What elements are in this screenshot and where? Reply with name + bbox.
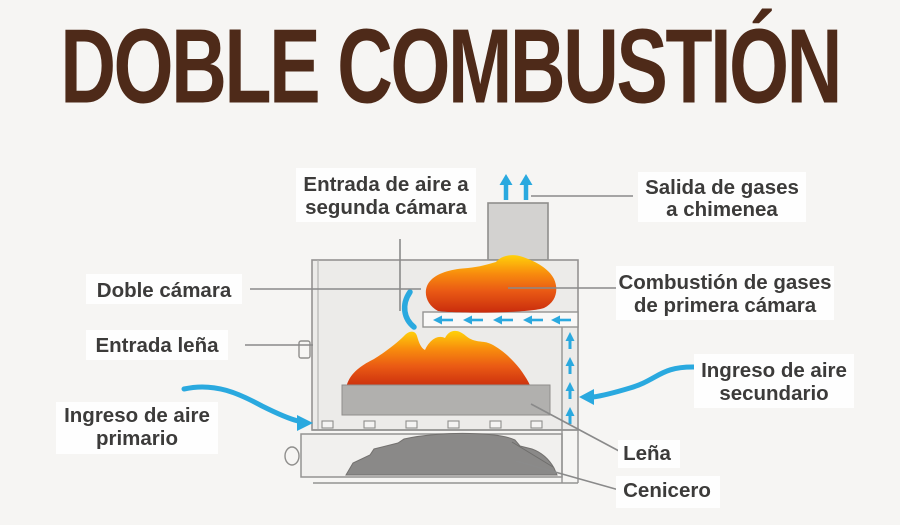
label-bg [694,354,854,408]
label-air-second-chamber-line2: segunda cámara [305,196,467,219]
chimney-up-arrow-icon [499,174,513,200]
label-primary-air-line2: primario [96,427,178,450]
label-wood-entry: Entrada leña [95,334,219,357]
flames [346,255,557,388]
upper-gas-flame [425,255,557,313]
vent-hole [321,420,334,429]
label-double-chamber: Doble cámara [97,279,232,302]
ash-pile [345,432,558,476]
label-bg [296,168,476,222]
channel-up-arrow-icon [565,332,575,349]
stove-lower-structure [284,384,579,484]
label-bg [616,266,834,320]
baffle-left-arrow-icon [493,315,513,325]
lower-fire-flame [346,330,531,388]
vent-hole [363,420,376,429]
leader-ash-pan [515,460,620,491]
secondary-air-arrow-icon [579,364,699,405]
label-bg [638,172,806,222]
baffle-left-arrow-icon [433,315,453,325]
baffle-left-arrow-icon [551,315,571,325]
baffle-left-arrow-icon [523,315,543,325]
label-bg [616,476,720,508]
chimney-duct [487,202,549,261]
label-secondary-air-line2: secundario [719,382,828,405]
drawer-knob [284,446,300,466]
wood-slab [341,384,551,416]
page-title-text: DOBLE COMBUSTIÓN [60,8,842,126]
label-secondary-air-line1: Ingreso de aire [701,359,847,382]
vent-hole [405,420,418,429]
label-ash-pan: Cenicero [623,479,711,502]
label-gas-outlet-line1: Salida de gases [645,176,799,199]
label-bg [618,440,680,468]
primary-air-arrow-icon [181,384,313,431]
vent-hole [530,420,543,429]
vent-hole [489,420,502,429]
label-wood: Leña [623,442,671,465]
channel-up-arrow-icon [565,382,575,399]
chimney-up-arrow-icon [519,174,533,200]
vent-hole [447,420,460,429]
airflow-arrows [181,174,699,431]
label-primary-air-line1: Ingreso de aire [64,404,210,427]
label-bg [86,330,228,360]
label-combustion-line1: Combustión de gases [618,271,831,294]
page-title: DOBLE COMBUSTIÓN [0,14,900,124]
label-bg [86,274,242,304]
door-handle [298,340,311,359]
label-air-second-chamber-line1: Entrada de aire a [303,173,469,196]
label-bg [56,402,218,454]
label-combustion-line2: de primera cámara [634,294,817,317]
leader-wood [530,403,620,452]
channel-up-arrow-icon [565,357,575,374]
label-gas-outlet-line2: a chimenea [666,198,778,221]
ash-pile-detail [511,441,554,468]
channel-up-arrow-icon [565,407,575,424]
baffle-left-arrow-icon [463,315,483,325]
leader-lines [245,195,633,491]
gas-rise-swoosh-icon [401,289,417,330]
diagram-labels: Entrada de aire a segunda cámara Salida … [56,168,854,508]
